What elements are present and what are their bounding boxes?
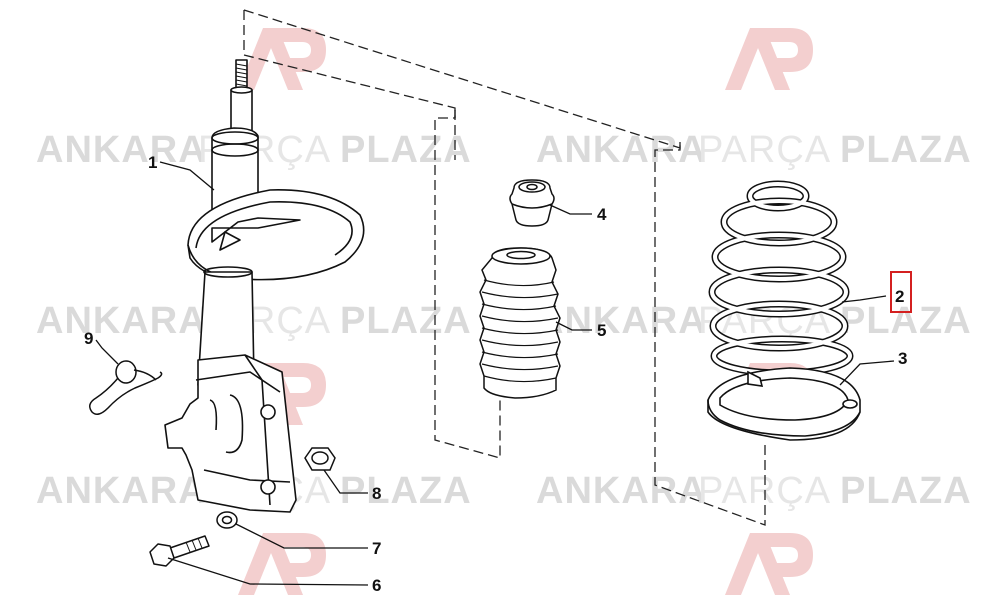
watermark-word: PARÇA (698, 470, 831, 512)
watermark-word: PLAZA (340, 470, 472, 512)
watermark-text-row: ANKARA PARÇA PLAZA ANKARA PARÇA PLAZA (36, 470, 972, 512)
watermark-word: PLAZA (840, 129, 972, 171)
watermark-word: ANKARA (536, 470, 707, 512)
callout-number-6[interactable]: 6 (372, 576, 381, 595)
watermark: ANKARA PARÇA PLAZA ANKARA PARÇA PLAZA AN… (36, 28, 972, 595)
washer[interactable] (216, 511, 238, 529)
bump-stop[interactable] (509, 179, 555, 227)
watermark-word: ANKARA (536, 129, 707, 171)
shock-absorber-strut[interactable] (164, 59, 365, 513)
callout-number-9[interactable]: 9 (84, 329, 93, 348)
highlight-box (890, 271, 912, 313)
watermark-logo (725, 533, 813, 595)
watermark-word: ANKARA (36, 129, 207, 171)
spring-coils-inner (710, 182, 852, 375)
watermark-logo (238, 533, 326, 595)
watermark-word: ANKARA (36, 470, 207, 512)
watermark-logo (725, 28, 813, 90)
guide-frame-top (243, 10, 456, 118)
watermark-word: PARÇA (698, 129, 831, 171)
callout-number-3[interactable]: 3 (898, 349, 907, 368)
callout-number-5[interactable]: 5 (597, 321, 606, 340)
watermark-word: PLAZA (840, 470, 972, 512)
callout-labels: 1 2 3 4 5 6 7 8 9 (84, 153, 912, 595)
retaining-clip[interactable] (89, 360, 163, 415)
callout-number-1[interactable]: 1 (148, 153, 157, 172)
spring-seat[interactable] (707, 367, 861, 441)
watermark-word: ANKARA (36, 300, 207, 342)
dust-boot[interactable] (479, 247, 561, 399)
piston-rod (230, 89, 253, 133)
callout-number-7[interactable]: 7 (372, 539, 381, 558)
leader-line-9 (95, 339, 119, 365)
leader-line-5 (555, 321, 592, 331)
watermark-word: ANKARA (536, 300, 707, 342)
callout-number-2[interactable]: 2 (895, 287, 904, 306)
bolt[interactable] (149, 535, 210, 567)
exploded-view-guides (243, 9, 766, 526)
coil-spring[interactable] (708, 180, 854, 377)
boot-folds (481, 279, 559, 383)
leader-line-7 (235, 523, 368, 549)
callout-number-8[interactable]: 8 (372, 484, 381, 503)
leader-line-6 (167, 557, 369, 586)
watermark-logo (238, 28, 326, 90)
leader-line-4 (549, 204, 592, 215)
nut[interactable] (304, 447, 336, 471)
leader-line-8 (323, 469, 368, 494)
guide-frame-outer (243, 9, 681, 149)
guide-frame-right (654, 142, 766, 526)
callout-number-4[interactable]: 4 (597, 205, 607, 224)
watermark-word: PLAZA (840, 300, 972, 342)
leader-line-1 (159, 161, 215, 191)
watermark-word: PLAZA (340, 300, 472, 342)
callouts (95, 161, 895, 586)
leader-line-2 (841, 295, 887, 303)
watermark-text-row: ANKARA PARÇA PLAZA ANKARA PARÇA PLAZA (36, 129, 972, 171)
leader-line-3 (839, 360, 895, 386)
thread-lines (235, 63, 248, 87)
watermark-word: PLAZA (340, 129, 472, 171)
